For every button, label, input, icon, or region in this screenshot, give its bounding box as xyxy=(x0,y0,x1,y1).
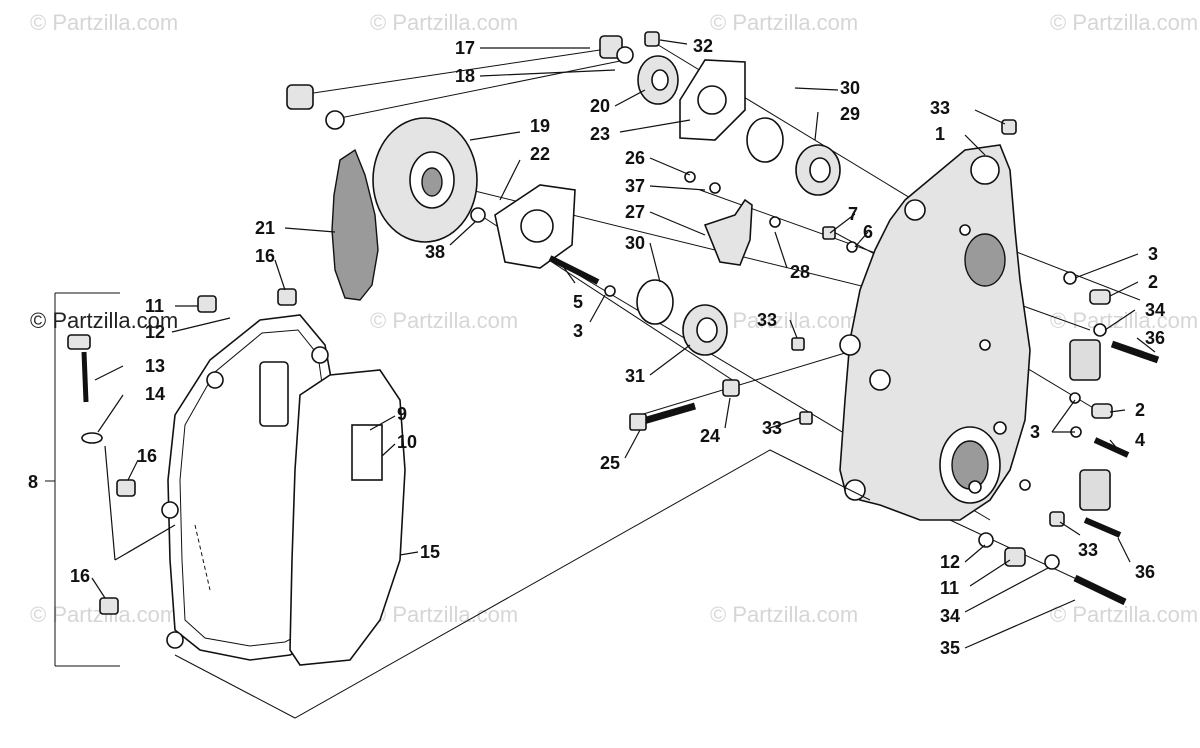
callout-26: 26 xyxy=(625,148,645,168)
callout-16: 16 xyxy=(137,446,157,466)
watermark-overlay: © Partzilla.com xyxy=(30,308,178,333)
callout-11: 11 xyxy=(940,578,959,598)
callout-33: 33 xyxy=(1078,540,1098,560)
cover-leader-line xyxy=(174,449,871,719)
callout-3: 3 xyxy=(1030,422,1040,442)
callout-25: 25 xyxy=(600,453,620,473)
callout-18: 18 xyxy=(455,66,475,86)
upper-o-ring xyxy=(746,117,784,163)
callout-12: 12 xyxy=(940,552,960,572)
callout-33: 33 xyxy=(757,310,777,330)
callout-36: 36 xyxy=(1145,328,1165,348)
watermark: © Partzilla.com xyxy=(370,602,518,627)
callout-8: 8 xyxy=(28,472,38,492)
drive-gear-hub xyxy=(651,69,669,91)
callout-17: 17 xyxy=(455,38,475,58)
tensioner-arm xyxy=(703,198,753,266)
plate-bore xyxy=(520,209,554,243)
callout-7: 7 xyxy=(848,204,858,224)
lower-o-ring xyxy=(636,279,674,325)
callout-1: 1 xyxy=(935,124,945,144)
callout-34: 34 xyxy=(940,606,960,626)
watermark: © Partzilla.com xyxy=(370,308,518,333)
upper-plate-bore xyxy=(697,85,727,115)
callout-33: 33 xyxy=(930,98,950,118)
callout-22: 22 xyxy=(530,144,550,164)
callout-29: 29 xyxy=(840,104,860,124)
callout-31: 31 xyxy=(625,366,645,386)
drive-chain xyxy=(331,148,379,301)
callout-13: 13 xyxy=(145,356,165,376)
watermark: © Partzilla.com xyxy=(370,10,518,35)
callout-37: 37 xyxy=(625,176,645,196)
driven-sprocket-gear xyxy=(372,117,478,243)
callout-27: 27 xyxy=(625,202,645,222)
watermark: © Partzilla.com xyxy=(710,308,858,333)
group-bracket xyxy=(45,292,120,667)
callout-15: 15 xyxy=(420,542,440,562)
callout-33: 33 xyxy=(762,418,782,438)
callout-3: 3 xyxy=(1148,244,1158,264)
callout-10: 10 xyxy=(397,432,417,452)
callout-24: 24 xyxy=(700,426,720,446)
callout-4: 4 xyxy=(1135,430,1145,450)
callout-11: 11 xyxy=(145,296,164,316)
callout-3: 3 xyxy=(573,321,583,341)
callout-16: 16 xyxy=(70,566,90,586)
callout-9: 9 xyxy=(397,404,407,424)
gear-case-housing xyxy=(839,144,1031,521)
inspection-plate xyxy=(351,424,383,481)
callout-14: 14 xyxy=(145,384,165,404)
callout-38: 38 xyxy=(425,242,445,262)
callout-labels: 17 18 32 30 29 20 23 19 22 26 37 27 30 3… xyxy=(28,36,1165,658)
callout-23: 23 xyxy=(590,124,610,144)
watermarks: © Partzilla.com © Partzilla.com © Partzi… xyxy=(30,10,1198,627)
callout-35: 35 xyxy=(940,638,960,658)
callout-5: 5 xyxy=(573,292,583,312)
fasteners xyxy=(67,31,1160,615)
upper-bearing-race xyxy=(809,157,831,183)
callout-21: 21 xyxy=(255,218,275,238)
watermark: © Partzilla.com xyxy=(1050,602,1198,627)
callout-30: 30 xyxy=(840,78,860,98)
callout-20: 20 xyxy=(590,96,610,116)
callout-34: 34 xyxy=(1145,300,1165,320)
callout-28: 28 xyxy=(790,262,810,282)
callout-2: 2 xyxy=(1148,272,1158,292)
callout-30: 30 xyxy=(625,233,645,253)
callout-16: 16 xyxy=(255,246,275,266)
callout-12: 12 xyxy=(145,322,165,342)
lower-bearing-race xyxy=(696,317,718,343)
callout-2: 2 xyxy=(1135,400,1145,420)
callout-6: 6 xyxy=(863,222,873,242)
watermark: © Partzilla.com xyxy=(1050,308,1198,333)
callout-36: 36 xyxy=(1135,562,1155,582)
watermark: © Partzilla.com xyxy=(1050,10,1198,35)
leader-lines xyxy=(91,39,1156,649)
callout-32: 32 xyxy=(693,36,713,56)
watermark: © Partzilla.com xyxy=(710,602,858,627)
watermark: © Partzilla.com xyxy=(30,10,178,35)
callout-19: 19 xyxy=(530,116,550,136)
watermark: © Partzilla.com xyxy=(710,10,858,35)
